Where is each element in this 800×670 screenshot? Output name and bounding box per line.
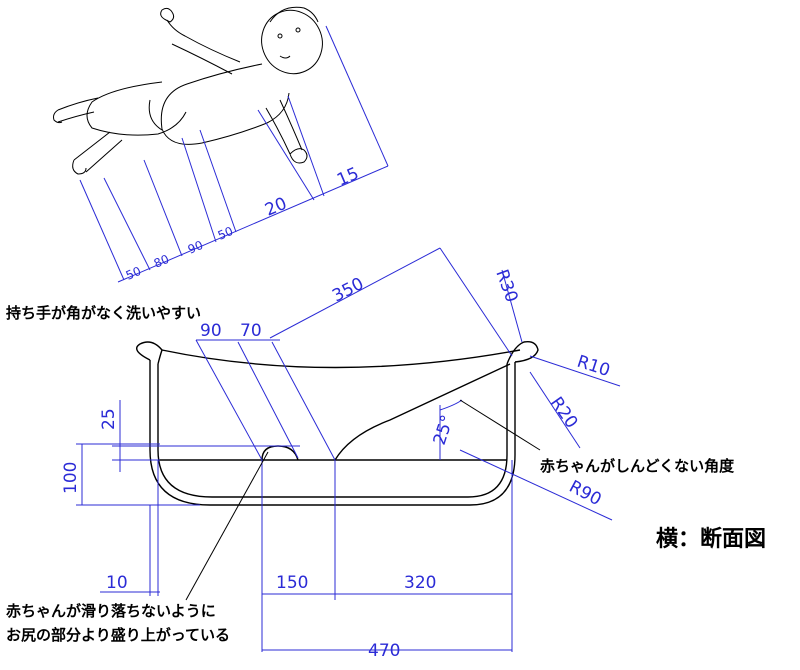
dim-r90: R90 (566, 477, 605, 510)
left-handle (136, 341, 163, 365)
note-leaders (185, 399, 541, 601)
dim-r20: R20 (546, 393, 582, 432)
note-angle: 赤ちゃんがしんどくない角度 (540, 457, 735, 475)
baby-arm-upper (166, 19, 241, 75)
dim-h25: 25 (99, 408, 119, 430)
baby-hand-upper (160, 7, 175, 23)
dim-h100: 100 (61, 462, 81, 494)
baby-dimensions: 50 80 90 50 20 15 (79, 25, 389, 283)
baby-hand-lower (289, 148, 308, 164)
dim-w10: 10 (106, 573, 128, 593)
back-rest (334, 363, 511, 461)
baby-torso (160, 63, 290, 145)
dim-90: 90 (200, 321, 222, 341)
baby-dim-3: 90 (186, 238, 206, 257)
dim-70: 70 (240, 321, 262, 341)
note-handle: 持ち手が角がなく洗いやすい (6, 304, 201, 322)
dim-w320: 320 (404, 573, 436, 593)
note-slip-line2: お尻の部分より盛り上がっている (6, 626, 230, 644)
baby-leg-upper (57, 97, 99, 123)
dim-350: 350 (329, 274, 367, 307)
right-handle (506, 340, 539, 365)
baby-head (261, 9, 323, 75)
tub-outline (136, 340, 539, 506)
baby-dim-1: 50 (124, 264, 144, 283)
baby-foot-lower (72, 159, 87, 175)
baby-eye-right (295, 27, 301, 33)
baby-foot-upper (53, 109, 63, 124)
baby-arm-lower (265, 99, 303, 155)
dim-r10: R10 (574, 352, 612, 381)
baby-eye-left (277, 33, 283, 39)
baby-figure (53, 6, 323, 175)
baby-diaper (86, 81, 187, 136)
baby-mouth (279, 55, 291, 59)
baby-dim-2: 80 (152, 252, 172, 271)
dim-w150: 150 (276, 573, 308, 593)
dim-angle25: 25° (430, 413, 458, 448)
baby-leg-lower (73, 131, 123, 173)
baby-dim-4: 50 (216, 224, 236, 243)
dim-w470: 470 (368, 641, 400, 661)
baby-hair (269, 6, 319, 23)
drawing-title: 横：断面図 (656, 526, 766, 552)
baby-dim-5: 20 (262, 194, 290, 221)
baby-dim-6: 15 (334, 164, 362, 191)
note-slip-line1: 赤ちゃんが滑り落ちないように (6, 602, 216, 620)
dim-r30: R30 (491, 267, 521, 305)
